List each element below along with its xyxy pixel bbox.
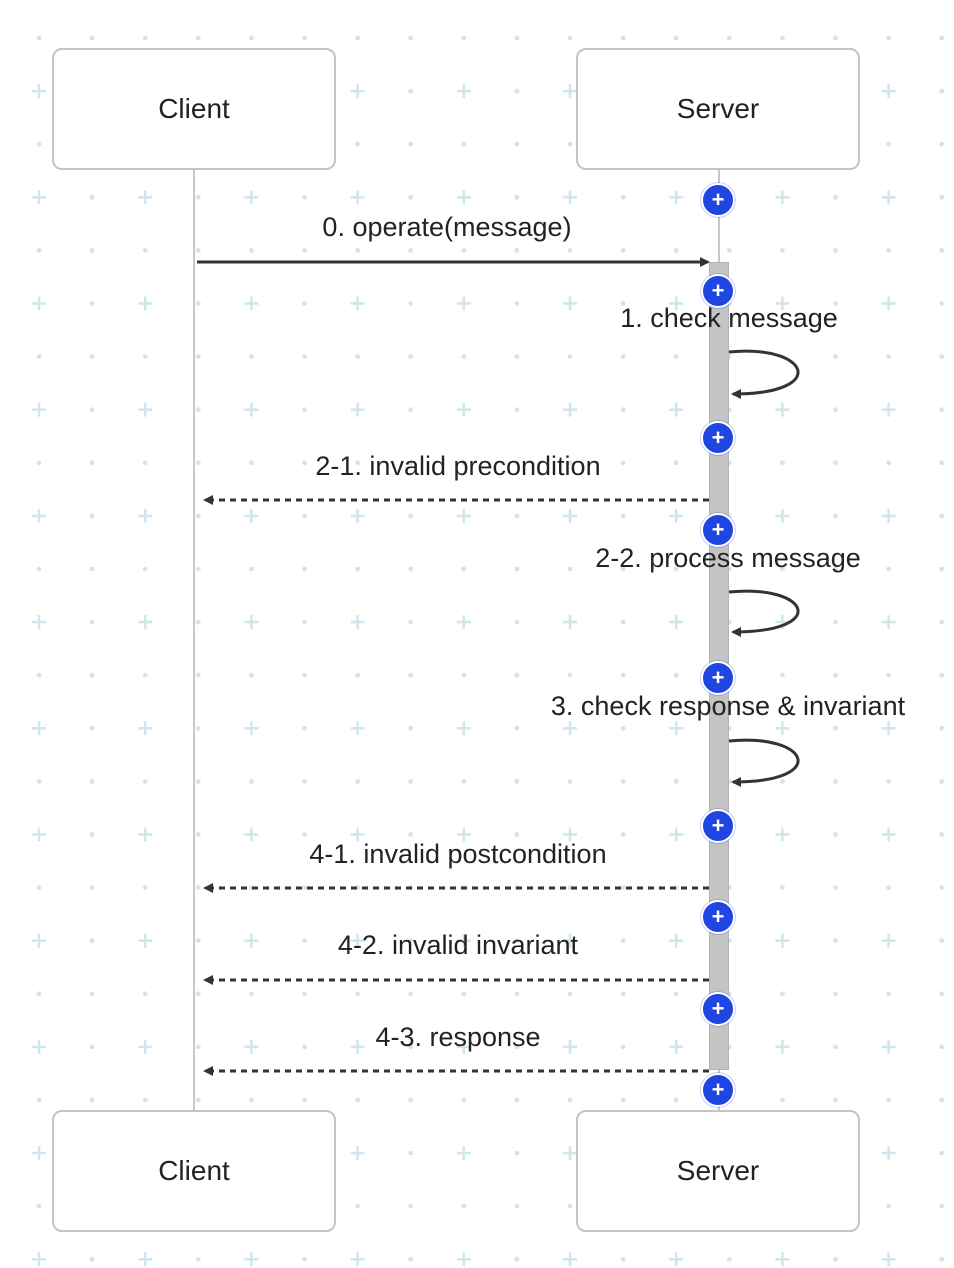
add-message-button[interactable]: + — [701, 661, 735, 695]
plus-icon: + — [711, 278, 725, 303]
plus-icon: + — [711, 425, 725, 450]
message-label-0[interactable]: 0. operate(message) — [322, 212, 572, 242]
plus-icon: + — [711, 517, 725, 542]
plus-icon: + — [711, 813, 725, 838]
message-label-4-2[interactable]: 4-2. invalid invariant — [337, 930, 579, 960]
message-label-4-1[interactable]: 4-1. invalid postcondition — [309, 839, 607, 869]
participant-server-bottom[interactable]: Server — [576, 1110, 860, 1232]
message-label-2-1[interactable]: 2-1. invalid precondition — [315, 451, 601, 481]
message-arrow-2-2[interactable] — [728, 589, 800, 637]
client-lifeline — [193, 170, 195, 1110]
add-message-button[interactable]: + — [701, 900, 735, 934]
add-message-button[interactable]: + — [701, 513, 735, 547]
add-message-button[interactable]: + — [701, 274, 735, 308]
message-label-2-2[interactable]: 2-2. process message — [595, 543, 861, 573]
message-label-3[interactable]: 3. check response & invariant — [550, 691, 906, 721]
plus-icon: + — [711, 904, 725, 929]
participant-client-bottom[interactable]: Client — [52, 1110, 336, 1232]
message-arrow-1[interactable] — [728, 349, 800, 399]
message-arrow-3[interactable] — [728, 738, 800, 787]
plus-icon: + — [711, 187, 725, 212]
plus-icon: + — [711, 1077, 725, 1102]
participant-client-top[interactable]: Client — [52, 48, 336, 170]
message-label-1[interactable]: 1. check message — [620, 303, 838, 333]
participant-server-top[interactable]: Server — [576, 48, 860, 170]
plus-icon: + — [711, 996, 725, 1021]
message-label-4-3[interactable]: 4-3. response — [375, 1022, 541, 1052]
add-message-button[interactable]: + — [701, 992, 735, 1026]
add-message-button[interactable]: + — [701, 1073, 735, 1107]
plus-icon: + — [711, 665, 725, 690]
add-message-button[interactable]: + — [701, 183, 735, 217]
add-message-button[interactable]: + — [701, 809, 735, 843]
add-message-button[interactable]: + — [701, 421, 735, 455]
